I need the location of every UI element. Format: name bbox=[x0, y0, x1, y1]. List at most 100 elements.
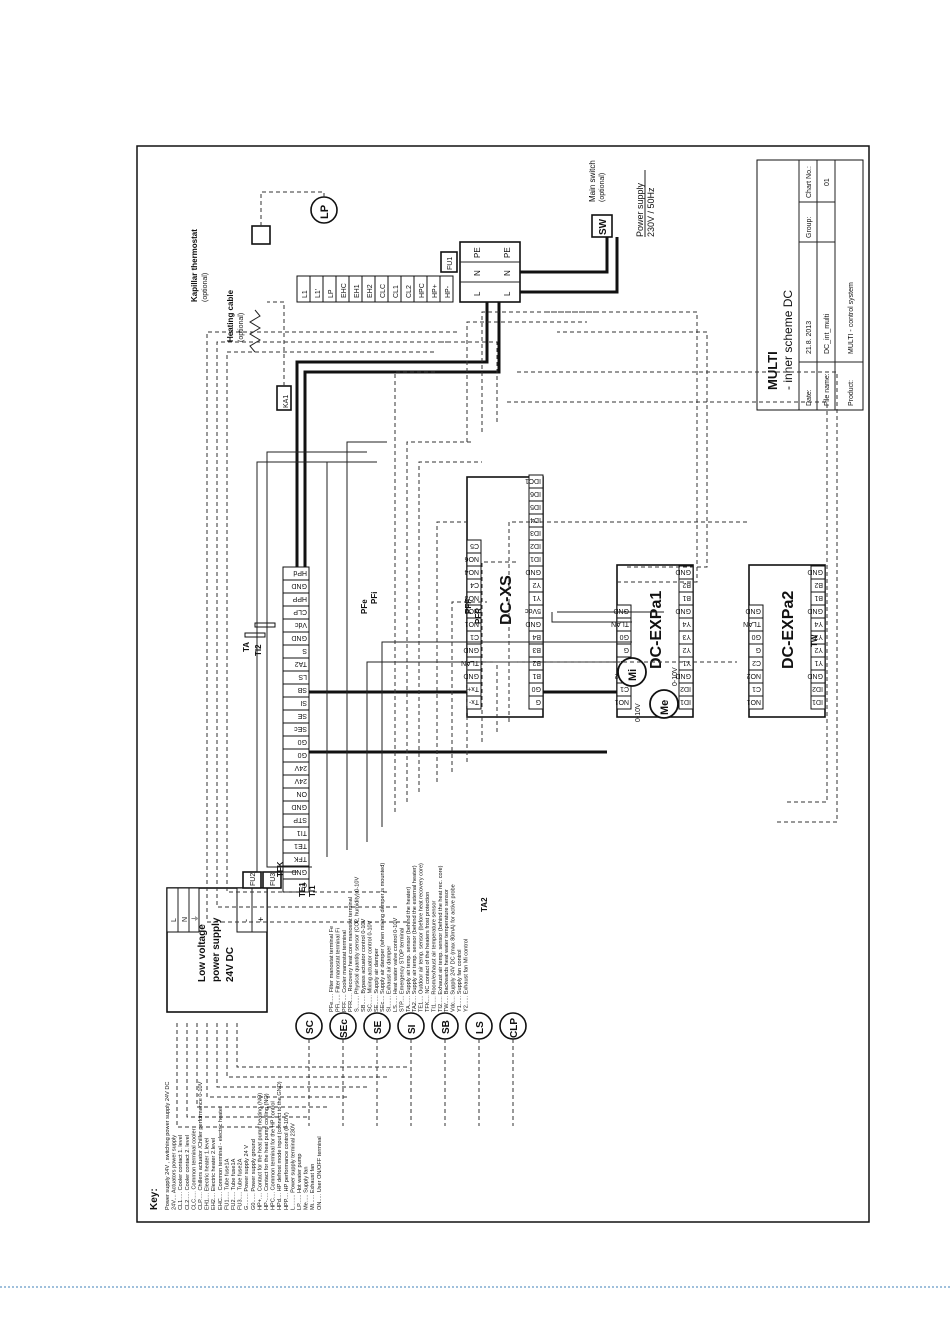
key-entry: S........ Physical quantity sensor (CO2,… bbox=[355, 876, 361, 1012]
left-strip-terminal: HPP bbox=[292, 595, 307, 602]
thermostat-label: Kapillar thermostat bbox=[190, 229, 199, 302]
expa2-right-pin: NO2 bbox=[747, 672, 762, 679]
expa1-left-pin: ID2 bbox=[680, 685, 691, 692]
dcxs-left-pin: 5Vdc bbox=[525, 607, 541, 614]
actuator-label: SEc bbox=[339, 1019, 350, 1038]
dcxs-pin-cell bbox=[466, 539, 482, 554]
fuse-fu1 bbox=[440, 251, 458, 273]
key-entry: TI2..... Exhaust air temp. sensor (behin… bbox=[438, 865, 444, 1012]
key-entry: Vdc.... Supply 24V DC (max 80mA) for act… bbox=[451, 884, 457, 1012]
expa1-name: DC-EXPa1 bbox=[648, 591, 665, 669]
expa1-left-pin: Y4 bbox=[682, 620, 691, 627]
main-switch-symbol: SW bbox=[598, 218, 609, 235]
fan-signal-1: 0-10V bbox=[672, 667, 679, 686]
left-strip-terminal: 24V bbox=[294, 764, 307, 771]
lv-terminal-n: N bbox=[182, 917, 189, 922]
expa1-left-pin: Y2 bbox=[682, 646, 691, 653]
key-column-1: Power supply 24V , switching power suppl… bbox=[165, 1081, 323, 1210]
filter-pfr: PFR bbox=[474, 608, 483, 624]
wiring-lines bbox=[176, 311, 838, 1128]
expa1-left-pin: GND bbox=[675, 607, 691, 614]
expa1-right-pin: G bbox=[624, 646, 629, 653]
expa1-right-pin: C1 bbox=[620, 685, 629, 692]
key-entry: SEc.... Supply air damper (when mixing d… bbox=[380, 863, 386, 1012]
power-supply-block: Main switch (optional) SW Power supply 2… bbox=[295, 160, 656, 754]
left-strip-terminal: CLP bbox=[293, 608, 307, 615]
expa1-right-pin: TLAN bbox=[611, 620, 629, 627]
actuator-label: SC bbox=[305, 1020, 316, 1034]
dcxs-left-pin: ID6 bbox=[530, 490, 541, 497]
dcxs-left-pin: GND bbox=[525, 620, 541, 627]
expa2-left-pin: GND bbox=[807, 672, 823, 679]
module-dc-expa2: DC-EXPa2ID1ID2GNDY1Y2Y3Y4GNDB1B2GNDNO1C1… bbox=[743, 564, 826, 718]
expa2-left-pin: ID1 bbox=[812, 698, 823, 705]
dcxs-left-pin: G0 bbox=[532, 685, 541, 692]
right-strip-terminal: HPC bbox=[419, 283, 426, 298]
dcxs-left-pin: G bbox=[536, 698, 541, 705]
supply-fan-circle bbox=[649, 689, 679, 719]
key-entry: L........ Power supply terminal 230V bbox=[290, 1123, 296, 1210]
expa2-left-pin: Y1 bbox=[814, 659, 823, 666]
key-entry: HPd.... HP defrost mode input (connect t… bbox=[277, 1081, 283, 1210]
title-line-2: - inner scheme DC bbox=[781, 290, 795, 390]
expa1-pin-cell bbox=[678, 565, 694, 580]
dcxs-name: DC-XS bbox=[498, 575, 515, 625]
schematic-sheet: MULTI - inner scheme DC Date: 21.8. 2013… bbox=[149, 159, 864, 1210]
fuse-fu3-label: FU3 bbox=[270, 873, 277, 886]
expa2-left-pin: ID2 bbox=[812, 685, 823, 692]
heating-cable-label: Heating cable bbox=[226, 289, 235, 342]
date-value: 21.8. 2013 bbox=[806, 321, 813, 354]
dcxs-right-pin: C4 bbox=[470, 581, 479, 588]
expa2-right-pin: TLAN bbox=[743, 620, 761, 627]
left-strip-terminal: TE1 bbox=[294, 842, 307, 849]
dcxs-right-pin: GND bbox=[463, 646, 479, 653]
lv-terminal-pe: ⏚ bbox=[191, 915, 199, 922]
key-entry: EH2.... Electric heater 2.level bbox=[211, 1138, 217, 1210]
left-strip-terminal: GND bbox=[291, 634, 307, 641]
dcxs-left-pin: B4 bbox=[532, 633, 541, 640]
right-strip-terminal: CLC bbox=[380, 284, 387, 298]
expa2-pin-cell bbox=[748, 604, 764, 619]
exhaust-fan-label: Mi bbox=[627, 669, 639, 681]
right-strip-terminal: HP+ bbox=[432, 284, 439, 298]
lv-terminal-l: L bbox=[171, 918, 178, 922]
dcxs-left-pin: IDC1 bbox=[525, 477, 541, 484]
module-dc-expa1: DC-EXPa1ID1ID2GNDY1Y2Y3Y4GNDB1B2GNDNO1C1… bbox=[611, 564, 694, 718]
expa1-left-pin: B1 bbox=[682, 594, 691, 601]
dcxs-left-pin: ID3 bbox=[530, 529, 541, 536]
terminal-pe: PE bbox=[473, 247, 482, 258]
left-strip-cell bbox=[282, 566, 310, 581]
chart-no-label: Chart No.: bbox=[806, 166, 813, 198]
key-entry: TE1.... Outdoor air temp. sensor (before… bbox=[419, 863, 425, 1012]
dcxs-right-pin: NO2 bbox=[465, 607, 480, 614]
fan-signal-2: 0-10V bbox=[635, 703, 642, 722]
dcxs-right-pin: C1 bbox=[470, 633, 479, 640]
right-strip-terminal: HP- bbox=[445, 285, 452, 298]
expa2-right-pin: NO1 bbox=[747, 698, 762, 705]
left-strip-terminal: GND bbox=[291, 803, 307, 810]
key-entry: HPP.... HP performance control (0-10V) bbox=[284, 1112, 290, 1210]
key-entry: HP+.... Contact for the heat pump heatin… bbox=[257, 1093, 263, 1210]
key-entry: TA2.... Supply air temp. sensor (behind … bbox=[412, 865, 418, 1012]
main-switch-label: Main switch bbox=[588, 160, 597, 202]
dcxs-right-pin: NO3 bbox=[465, 594, 480, 601]
power-supply-label: Power supply bbox=[635, 182, 645, 237]
expa2-pin-cell bbox=[810, 565, 826, 580]
expa2-left-pin: Y4 bbox=[814, 620, 823, 627]
key-entry: SE...... Supply air damper bbox=[374, 948, 380, 1012]
expa1-left-pin: Y3 bbox=[682, 633, 691, 640]
expa2-left-pin: Y3 bbox=[814, 633, 823, 640]
expa2-right-pin: C2 bbox=[752, 659, 761, 666]
left-strip-terminal: G0 bbox=[298, 738, 307, 745]
dcxs-right-pin: Tx- bbox=[468, 698, 479, 705]
heating-region: Heating cable (optional) Kapillar thermo… bbox=[190, 191, 338, 411]
key-entry: EHC.... Common terminal - electric heate… bbox=[218, 1106, 224, 1210]
left-strip-terminal: 24V bbox=[294, 777, 307, 784]
low-voltage-supply: Low voltage power supply 24V DC L N ⏚ - … bbox=[166, 887, 268, 1013]
dcxs-left-pin: Y1 bbox=[532, 594, 541, 601]
expa2-left-pin: B1 bbox=[814, 594, 823, 601]
key-entry: CL1..... Cooler contact 1. level bbox=[178, 1135, 184, 1210]
key-entry: TW..... Backwards heat water temperature… bbox=[444, 889, 450, 1012]
